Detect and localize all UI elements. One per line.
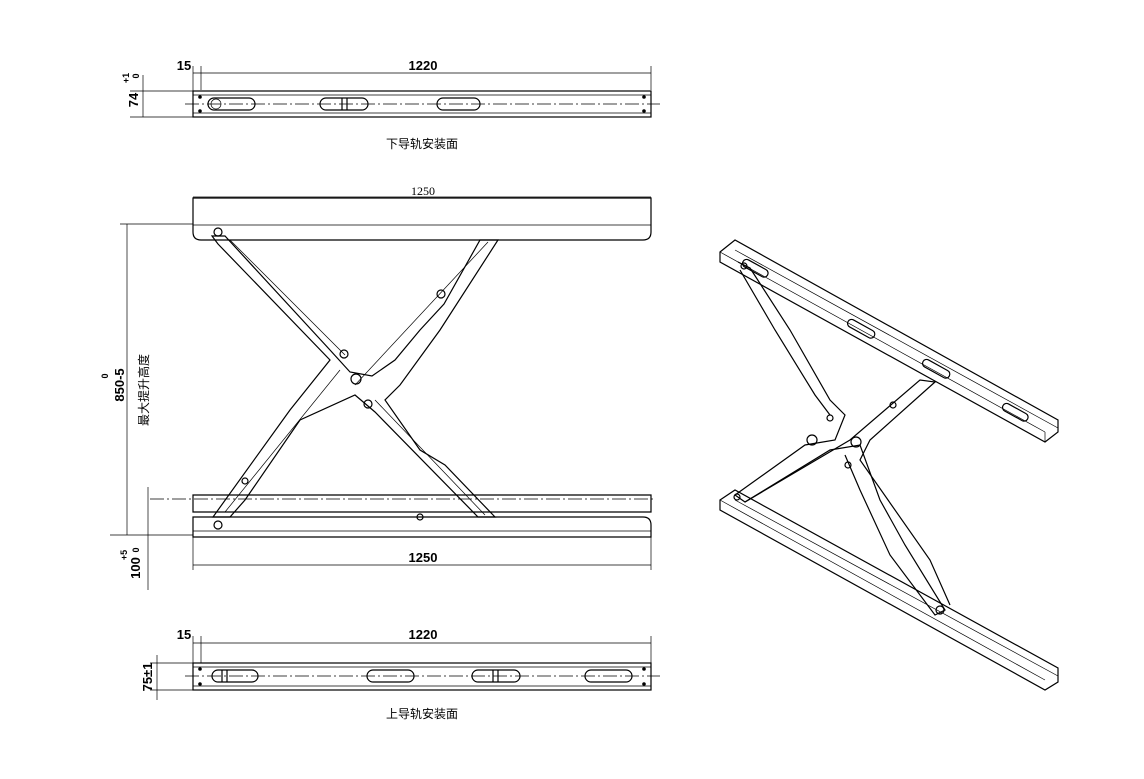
height-dimension: 75±1 bbox=[140, 663, 155, 692]
base-height-dimension: 100 bbox=[128, 557, 143, 579]
max-height-dimension: 850-5 bbox=[112, 368, 127, 401]
offset-dimension: 15 bbox=[177, 627, 191, 642]
upper-rail-bottom-view: 15 1220 75±1 上导轨安装面 bbox=[140, 627, 660, 721]
base-tolerance-lower: 0 bbox=[131, 547, 141, 552]
length-dimension: 1220 bbox=[409, 58, 438, 73]
base-tolerance-upper: +5 bbox=[119, 550, 129, 560]
lower-rail-top-view: 15 1220 74 +1 0 下导轨安装面 bbox=[121, 58, 660, 151]
bottom-width-dimension: 1250 bbox=[409, 550, 438, 565]
lower-rail-caption: 下导轨安装面 bbox=[386, 136, 458, 151]
top-width-dimension: 1250 bbox=[411, 184, 435, 198]
height-tolerance-lower: 0 bbox=[131, 73, 141, 78]
upper-rail-caption: 上导轨安装面 bbox=[386, 706, 458, 721]
scissor-side-view: 1250 850-5 0 最大提升高度 100 +5 0 1250 bbox=[100, 184, 655, 590]
height-tolerance-upper: +1 bbox=[121, 73, 131, 83]
max-lift-height-label: 最大提升高度 bbox=[136, 354, 151, 426]
height-dimension: 74 bbox=[126, 92, 141, 107]
max-height-tolerance: 0 bbox=[100, 373, 110, 378]
length-dimension: 1220 bbox=[409, 627, 438, 642]
isometric-view bbox=[719, 239, 1059, 691]
offset-dimension: 15 bbox=[177, 58, 191, 73]
